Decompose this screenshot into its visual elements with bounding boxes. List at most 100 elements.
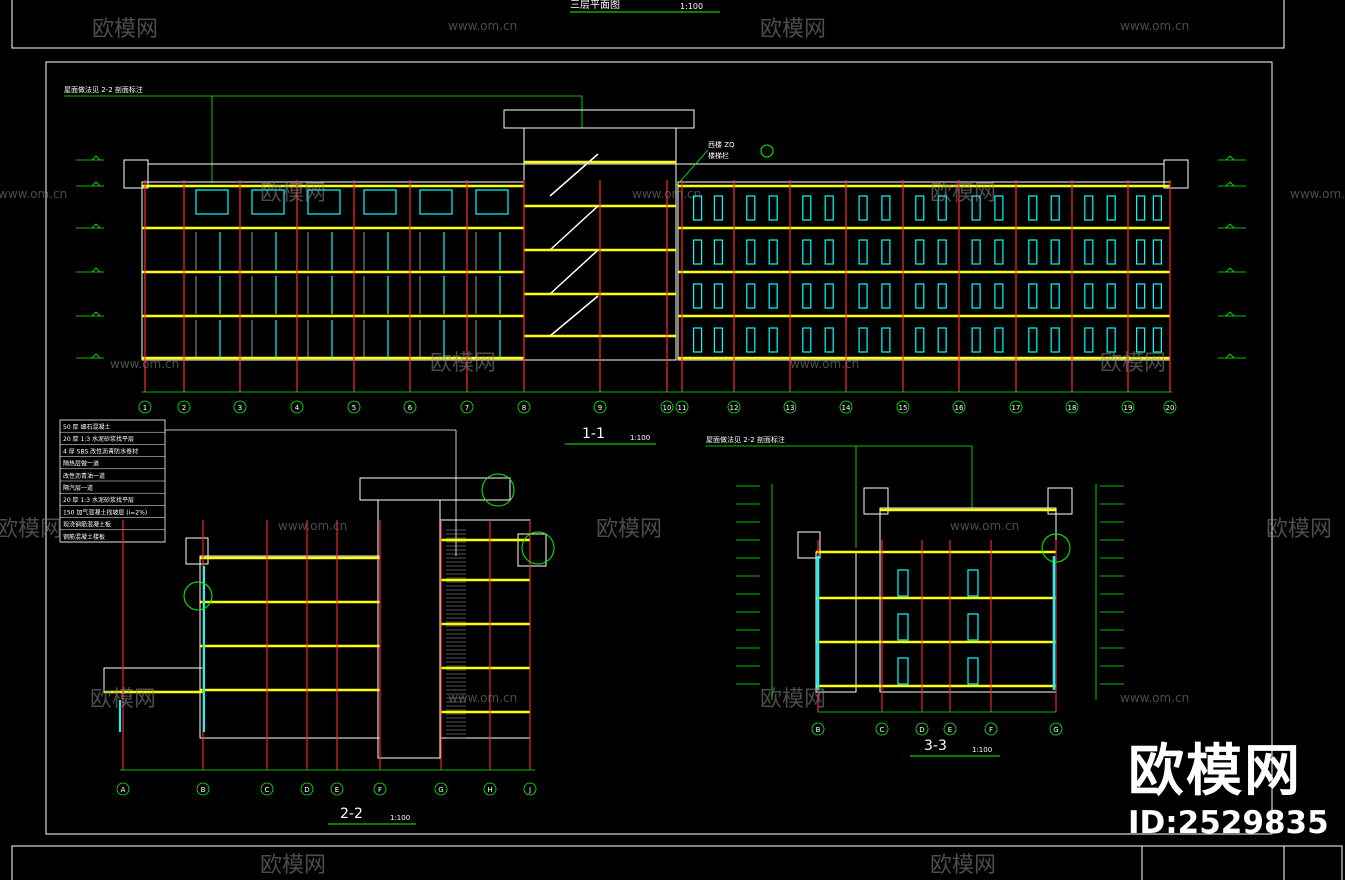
svg-text:欧模网: 欧模网 — [1100, 351, 1166, 376]
axis-bubble: G — [1049, 722, 1063, 736]
window — [692, 239, 703, 265]
axis-bubble: 6 — [403, 400, 417, 414]
axis-label: G — [438, 786, 443, 794]
stair-1-1 — [549, 153, 599, 337]
window — [692, 195, 703, 221]
window — [1028, 327, 1038, 353]
svg-text:www.om.cn: www.om.cn — [632, 187, 701, 201]
axis-bubble: 17 — [1009, 400, 1023, 414]
roof-layer-item: 改性沥青油一道 — [63, 472, 105, 480]
window — [897, 613, 909, 641]
axis-bubble: B — [196, 782, 210, 796]
top-plan-title: 三层平面图 1:100 — [570, 0, 720, 13]
window — [251, 189, 285, 215]
window — [967, 613, 979, 641]
svg-text:屋面做法见 2-2 剖面标注: 屋面做法见 2-2 剖面标注 — [64, 85, 143, 94]
window — [713, 283, 724, 309]
svg-text:www.om.cn: www.om.cn — [110, 357, 179, 371]
svg-text:欧模网: 欧模网 — [760, 687, 826, 712]
axis-bubble: 18 — [1065, 400, 1079, 414]
axis-label: 20 — [1166, 404, 1175, 412]
svg-text:www.om.cn: www.om.cn — [790, 357, 859, 371]
svg-text:1:100: 1:100 — [972, 746, 992, 754]
axis-bubble: F — [373, 782, 387, 796]
window — [1135, 239, 1146, 265]
roof-layer-item: 150 加气混凝土找坡层 (i=2%) — [63, 508, 147, 516]
window — [768, 195, 778, 221]
window — [1084, 283, 1094, 309]
window — [858, 327, 868, 353]
axis-bubble: 13 — [783, 400, 797, 414]
model-id: ID:2529835 — [1128, 805, 1329, 841]
window — [881, 195, 891, 221]
window — [768, 239, 778, 265]
window — [1084, 239, 1094, 265]
window — [768, 283, 778, 309]
window — [1050, 239, 1060, 265]
axis-bubble: D — [300, 782, 314, 796]
svg-text:www.om.cn: www.om.cn — [448, 19, 517, 33]
window — [971, 239, 981, 265]
floor-slabs-2-2 — [104, 538, 530, 714]
axis-label: 1 — [143, 404, 147, 412]
axis-label: C — [265, 786, 270, 794]
window — [994, 239, 1004, 265]
axis-bubble: H — [483, 782, 497, 796]
window — [1028, 283, 1038, 309]
svg-text:www.om.cn: www.om.cn — [1290, 187, 1345, 201]
roof-layer-item: 隔热层做一道 — [63, 460, 99, 468]
axis-bubble: E — [943, 722, 957, 736]
roof-layer-item: 4 厚 SBS 改性沥青防水卷材 — [63, 447, 138, 455]
window — [858, 283, 868, 309]
window — [937, 239, 947, 265]
window — [307, 189, 341, 215]
axis-label: B — [201, 786, 206, 794]
svg-text:欧模网: 欧模网 — [760, 17, 826, 42]
floor-slabs-3-3 — [816, 508, 1056, 688]
window — [802, 239, 812, 265]
axis-bubble: 5 — [347, 400, 361, 414]
window — [1135, 283, 1146, 309]
window — [1028, 239, 1038, 265]
axis-label: 16 — [955, 404, 964, 412]
window — [858, 195, 868, 221]
axis-bubble: D — [915, 722, 929, 736]
roof-layer-item: 20 厚 1:3 水泥砂浆找平层 — [63, 496, 134, 504]
window — [1050, 327, 1060, 353]
window — [1084, 327, 1094, 353]
axis-bubble: B — [811, 722, 825, 736]
svg-text:欧模网: 欧模网 — [260, 853, 326, 878]
axis-label: 3 — [238, 404, 242, 412]
svg-text:欧模网: 欧模网 — [930, 853, 996, 878]
axis-label: H — [487, 786, 492, 794]
axis-label: 14 — [842, 404, 851, 412]
axis-bubble: 14 — [839, 400, 853, 414]
window — [881, 283, 891, 309]
axis-label: 5 — [352, 404, 356, 412]
window — [1106, 239, 1116, 265]
window — [746, 195, 756, 221]
section-1-1: 屋面做法见 2-2 剖面标注 西楼 ZQ 楼梯栏 — [64, 85, 1246, 445]
axis-label: 2 — [182, 404, 186, 412]
window — [881, 239, 891, 265]
axis-bubble: 12 — [727, 400, 741, 414]
axis-bubble: 1 — [138, 400, 152, 414]
axis-bubble: 7 — [460, 400, 474, 414]
window — [1152, 327, 1163, 353]
axis-bubble: 2 — [177, 400, 191, 414]
svg-text:1:100: 1:100 — [630, 434, 650, 442]
window — [937, 195, 947, 221]
svg-text:1:100: 1:100 — [680, 2, 703, 11]
sheet-frames — [11, 0, 1343, 880]
watermarks: 欧模网 www.om.cn 欧模网 www.om.cn 欧模网 www.om.c… — [0, 17, 1345, 878]
window — [994, 195, 1004, 221]
axis-bubble: J — [523, 782, 537, 796]
axis-label: 8 — [522, 404, 526, 412]
axis-label: D — [304, 786, 309, 794]
window — [746, 239, 756, 265]
axis-label: 19 — [1124, 404, 1133, 412]
svg-text:www.om.cn: www.om.cn — [1120, 691, 1189, 705]
svg-text:欧模网: 欧模网 — [930, 181, 996, 206]
axis-bubble: 9 — [593, 400, 607, 414]
axis-label: E — [335, 786, 339, 794]
